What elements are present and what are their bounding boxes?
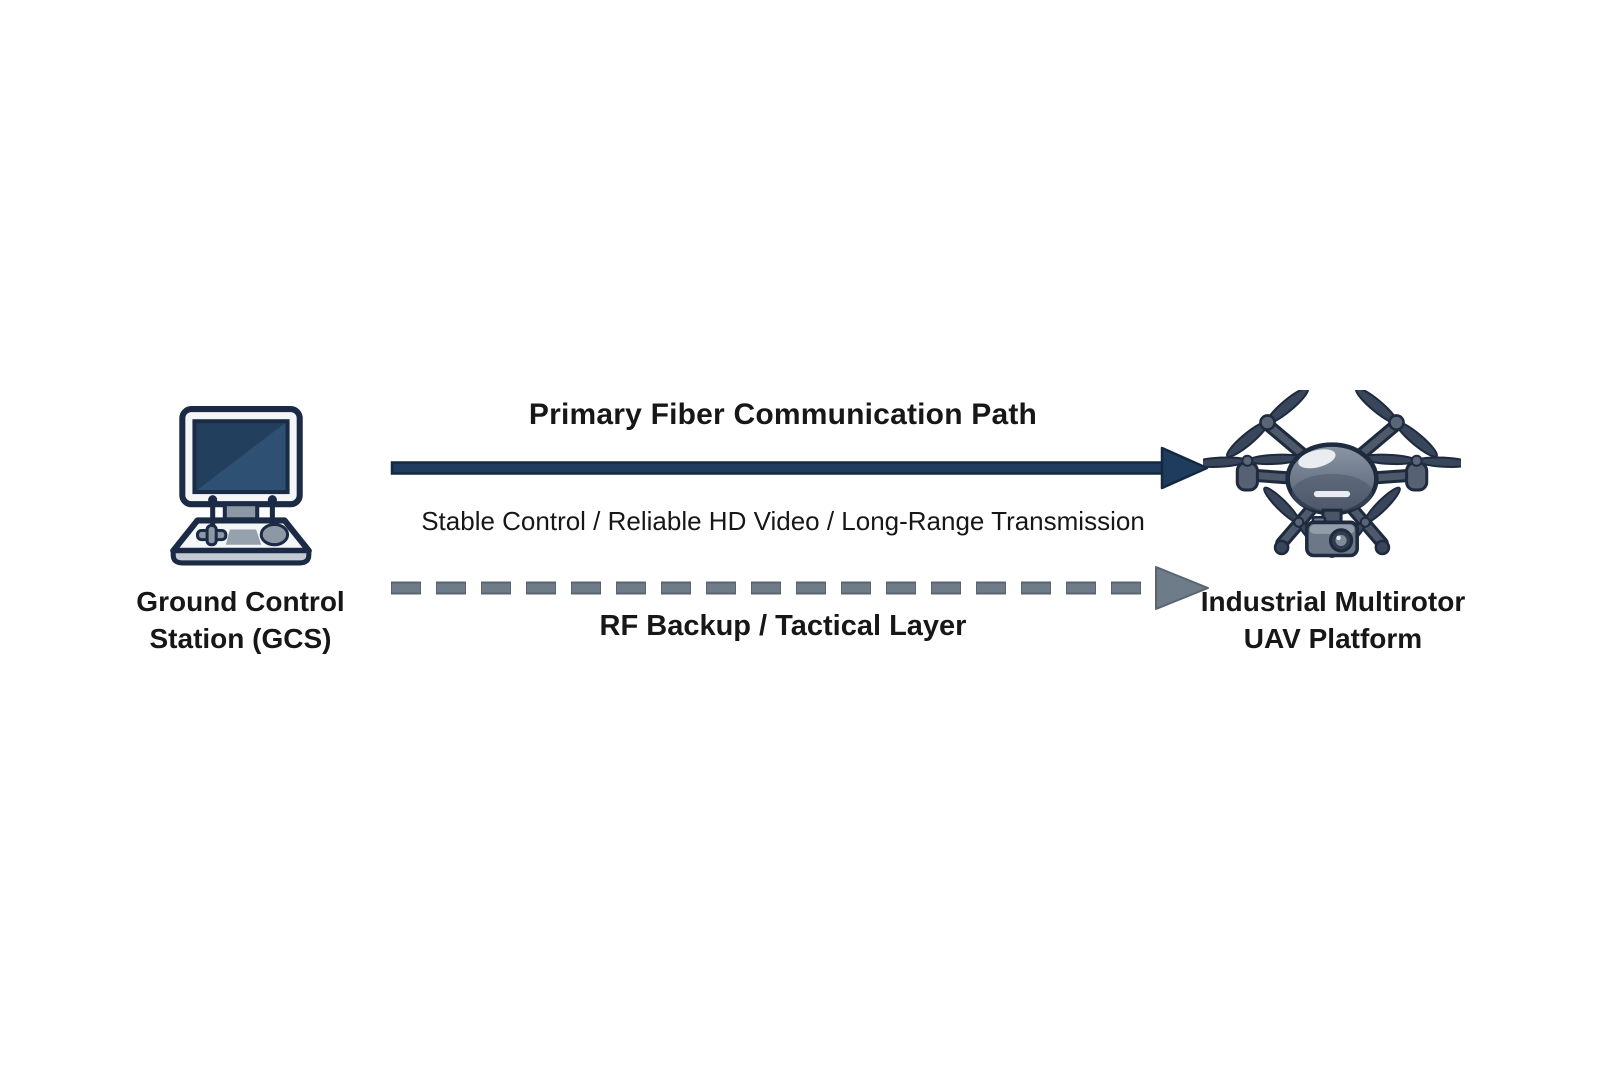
hexacopter-drone-icon bbox=[1203, 390, 1461, 558]
gcs-label-line1: Ground Control bbox=[136, 586, 345, 617]
primary-link-label: Primary Fiber Communication Path bbox=[528, 398, 1038, 431]
primary-fiber-arrow bbox=[390, 446, 1209, 490]
uav-label-line2: UAV Platform bbox=[1243, 623, 1423, 654]
gcs-label-line2: Station (GCS) bbox=[149, 623, 332, 654]
uav-node-label: Industrial Multirotor UAV Platform bbox=[1178, 583, 1488, 657]
gcs-console-icon bbox=[170, 406, 312, 566]
gcs-node-label: Ground Control Station (GCS) bbox=[88, 583, 393, 657]
backup-link-label: RF Backup / Tactical Layer bbox=[599, 610, 967, 642]
rf-backup-arrow bbox=[391, 566, 1209, 610]
primary-link-sublabel: Stable Control / Reliable HD Video / Lon… bbox=[421, 506, 1145, 536]
uav-label-line1: Industrial Multirotor bbox=[1200, 586, 1466, 617]
